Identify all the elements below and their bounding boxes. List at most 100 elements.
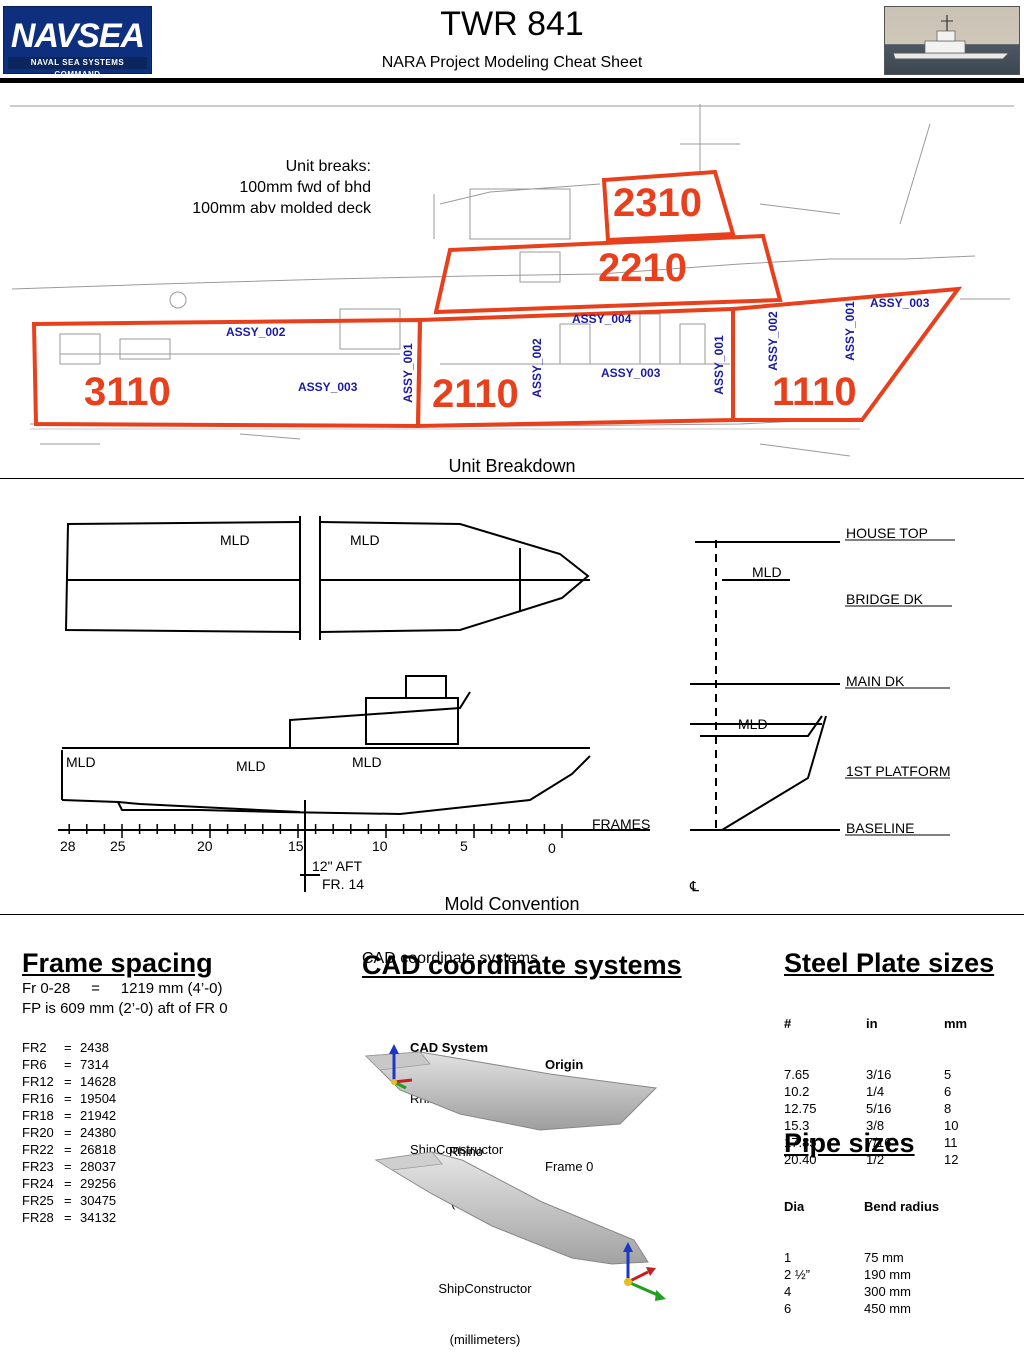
assy-1110-001: ASSY_001 (843, 301, 857, 361)
steel-cell: 20.40 (784, 1152, 817, 1167)
ship-photo (884, 6, 1020, 75)
unit-2310-outline (601, 169, 736, 243)
steel-cell: 11 (944, 1135, 958, 1150)
deck-bridge-dk: BRIDGE DK (846, 591, 924, 607)
shipconstructor-hull-image (374, 1151, 666, 1301)
unit-1110-outline (731, 286, 963, 422)
assy-3110-002: ASSY_002 (226, 325, 286, 339)
mld-label-1: MLD (220, 532, 250, 548)
steel-col-header: # (784, 1016, 792, 1031)
frame-spacing-line1: Fr 0-28 = 1219 mm (4’-0) (22, 980, 223, 997)
mld-label-7: MLD (738, 716, 768, 732)
frame-offset: 30475 (80, 1193, 117, 1208)
header-rule (0, 78, 1024, 83)
frame-number: FR12 (22, 1074, 54, 1089)
frame-tick-0: 0 (548, 840, 556, 856)
steel-cell: 7.65 (784, 1067, 810, 1082)
assy-2110-004: ASSY_004 (572, 312, 632, 326)
frame-number: FR22 (22, 1142, 54, 1157)
frame-offset: 34132 (80, 1210, 117, 1225)
section-divider-2 (0, 914, 1024, 915)
shipconstructor-caption: ShipConstructor (millimeters) (420, 1246, 550, 1365)
aft-label: 12" AFT (312, 858, 363, 874)
unit-label-2210: 2210 (598, 246, 687, 290)
frame-row: FR28=34132 (22, 1209, 162, 1226)
steel-cell: 7/16 (866, 1135, 892, 1150)
frame-equals: = (64, 1125, 72, 1140)
frame-number: FR18 (22, 1108, 54, 1123)
frame-row: FR16=19504 (22, 1090, 162, 1107)
steel-heading: Steel Plate sizes (784, 948, 995, 978)
frame-equals: = (64, 1210, 72, 1225)
frame-tick-25: 25 (110, 838, 126, 854)
frame-offset: 28037 (80, 1159, 117, 1174)
rhino-label: Rhino (449, 1144, 483, 1159)
mold-convention-drawing (58, 516, 955, 892)
page-subtitle: NARA Project Modeling Cheat Sheet (381, 54, 643, 71)
cad-heading: CAD coordinate systems (362, 950, 539, 967)
steel-cell: 8 (944, 1101, 952, 1116)
frame-offset: 29256 (80, 1176, 117, 1191)
pipe-cell: 4 (784, 1284, 792, 1299)
pipe-col-header: Bend radius (864, 1199, 940, 1214)
ship-photo-image (892, 15, 1011, 60)
steel-cell: 12 (944, 1152, 959, 1167)
deck-1st-platform: 1ST PLATFORM (846, 763, 951, 779)
frame-tick-20: 20 (197, 838, 213, 854)
frame-tick-28: 28 (60, 838, 76, 854)
frame-offset: 14628 (80, 1074, 117, 1089)
mld-label-3: MLD (66, 754, 96, 770)
frame-spacing-line2: FP is 609 mm (2’-0) aft of FR 0 (22, 1000, 228, 1017)
mold-convention-caption: Mold Convention (444, 894, 580, 914)
steel-cell: 12.75 (784, 1101, 817, 1116)
frame-row: FR12=14628 (22, 1073, 162, 1090)
frame-tick-10: 10 (372, 838, 388, 854)
cad-row-sc-origin: Frame 0 (545, 1159, 594, 1174)
frame-equals: = (64, 1057, 72, 1072)
mld-label-4: MLD (236, 758, 266, 774)
unit-breakdown-caption: Unit Breakdown (448, 456, 576, 476)
unit-label-3110: 3110 (84, 370, 171, 414)
note-line-1: Unit breaks: (285, 158, 371, 175)
logo-subtext: NAVAL SEA SYSTEMS COMMAND (8, 57, 147, 79)
rhino-hull-figure (360, 1044, 670, 1144)
unit-break-note: Unit breaks: 100mm fwd of bhd 100mm abv … (120, 156, 371, 219)
cad-col-system: CAD System (410, 1040, 489, 1055)
page-title: TWR 841 (440, 5, 584, 43)
mld-label-6: MLD (752, 564, 782, 580)
frame-row: FR18=21942 (22, 1107, 162, 1124)
frame-row: FR2=2438 (22, 1039, 162, 1056)
frames-label: FRAMES (592, 816, 651, 832)
steel-col-header: in (866, 1016, 878, 1031)
navsea-logo: NAVSEA NAVAL SEA SYSTEMS COMMAND (3, 6, 152, 79)
frame-number: FR20 (22, 1125, 54, 1140)
pipe-col-header: Dia (784, 1199, 805, 1214)
unit-label-1110: 1110 (772, 370, 857, 414)
cad-heading-text: CAD coordinate systems (362, 950, 682, 980)
steel-cell: 1/2 (866, 1152, 885, 1167)
frame-equals: = (64, 1193, 72, 1208)
deck-main-dk: MAIN DK (846, 673, 905, 689)
deck-baseline: BASELINE (846, 820, 915, 836)
shipconstructor-hull-figure (372, 1146, 672, 1306)
steel-cell: 3/16 (866, 1067, 892, 1082)
pipe-cell: 2 ½” (784, 1267, 811, 1282)
frame-tick-15: 15 (288, 838, 304, 854)
frame-offset: 19504 (80, 1091, 117, 1106)
steel-col-header: mm (944, 1016, 968, 1031)
logo-wordmark: NAVSEA (10, 17, 145, 55)
cad-col-origin: Origin (545, 1057, 584, 1072)
assy-3110-001: ASSY_001 (401, 343, 415, 403)
note-line-2: 100mm fwd of bhd (239, 179, 371, 196)
assy-3110-003: ASSY_003 (298, 380, 358, 394)
section-divider-1 (0, 478, 1024, 479)
